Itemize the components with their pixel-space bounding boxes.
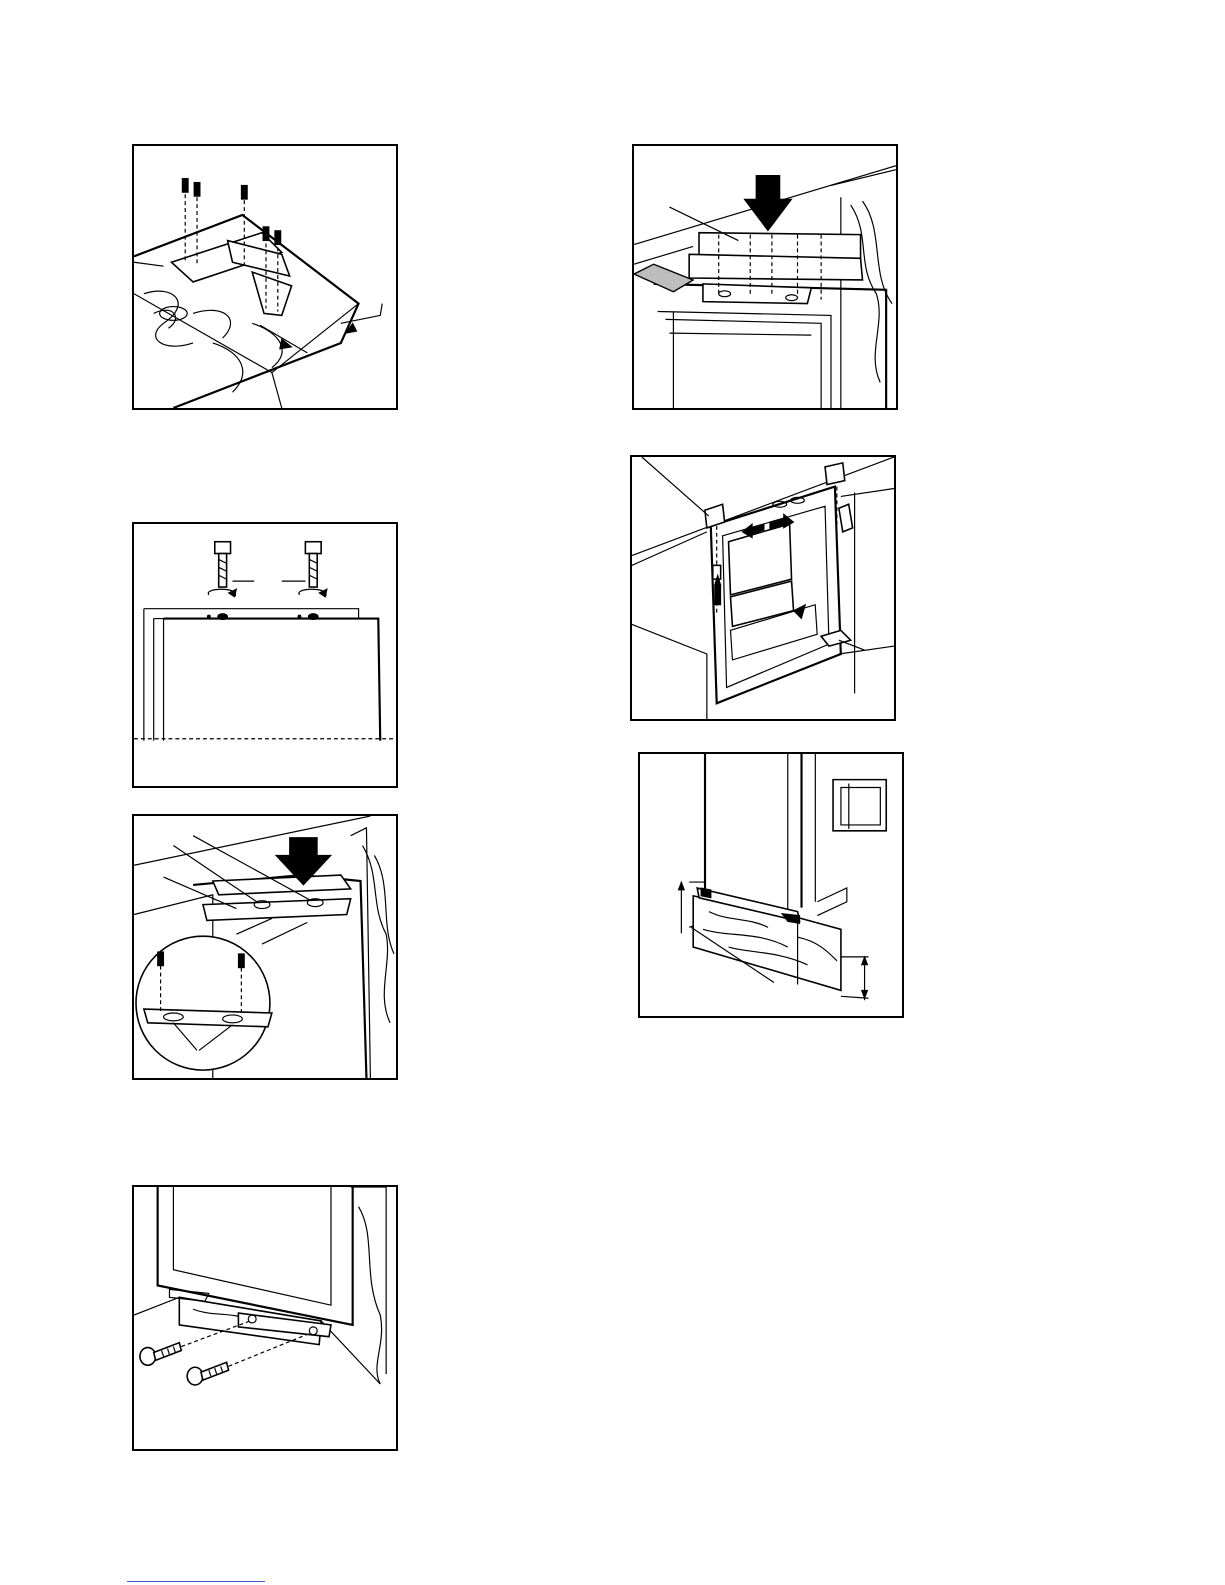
cabinet-hinge-adjust-icon <box>632 457 894 719</box>
panel-press-down-icon <box>634 146 896 408</box>
screw-left <box>208 542 254 620</box>
door-bracket-magnified-icon <box>134 816 396 1078</box>
figure-cabinet-hinge-adjust <box>630 455 896 721</box>
figure-panel-press-down <box>632 144 898 410</box>
figure-door-bottom-screws <box>132 1185 398 1451</box>
screw-lower-right <box>187 1333 311 1385</box>
figure-door-bracket-magnified <box>132 814 398 1080</box>
screw-right <box>282 542 327 620</box>
plinth-measurement-icon <box>640 754 902 1016</box>
figure-bracket-on-panel <box>132 144 398 410</box>
figure-plinth-measurement <box>638 752 904 1018</box>
footer-rule <box>127 1581 265 1582</box>
door-top-screws-icon <box>134 524 396 786</box>
figure-door-top-screws <box>132 522 398 788</box>
door-bottom-screws-icon <box>134 1187 396 1449</box>
bracket-on-wood-panel-icon <box>134 146 396 408</box>
